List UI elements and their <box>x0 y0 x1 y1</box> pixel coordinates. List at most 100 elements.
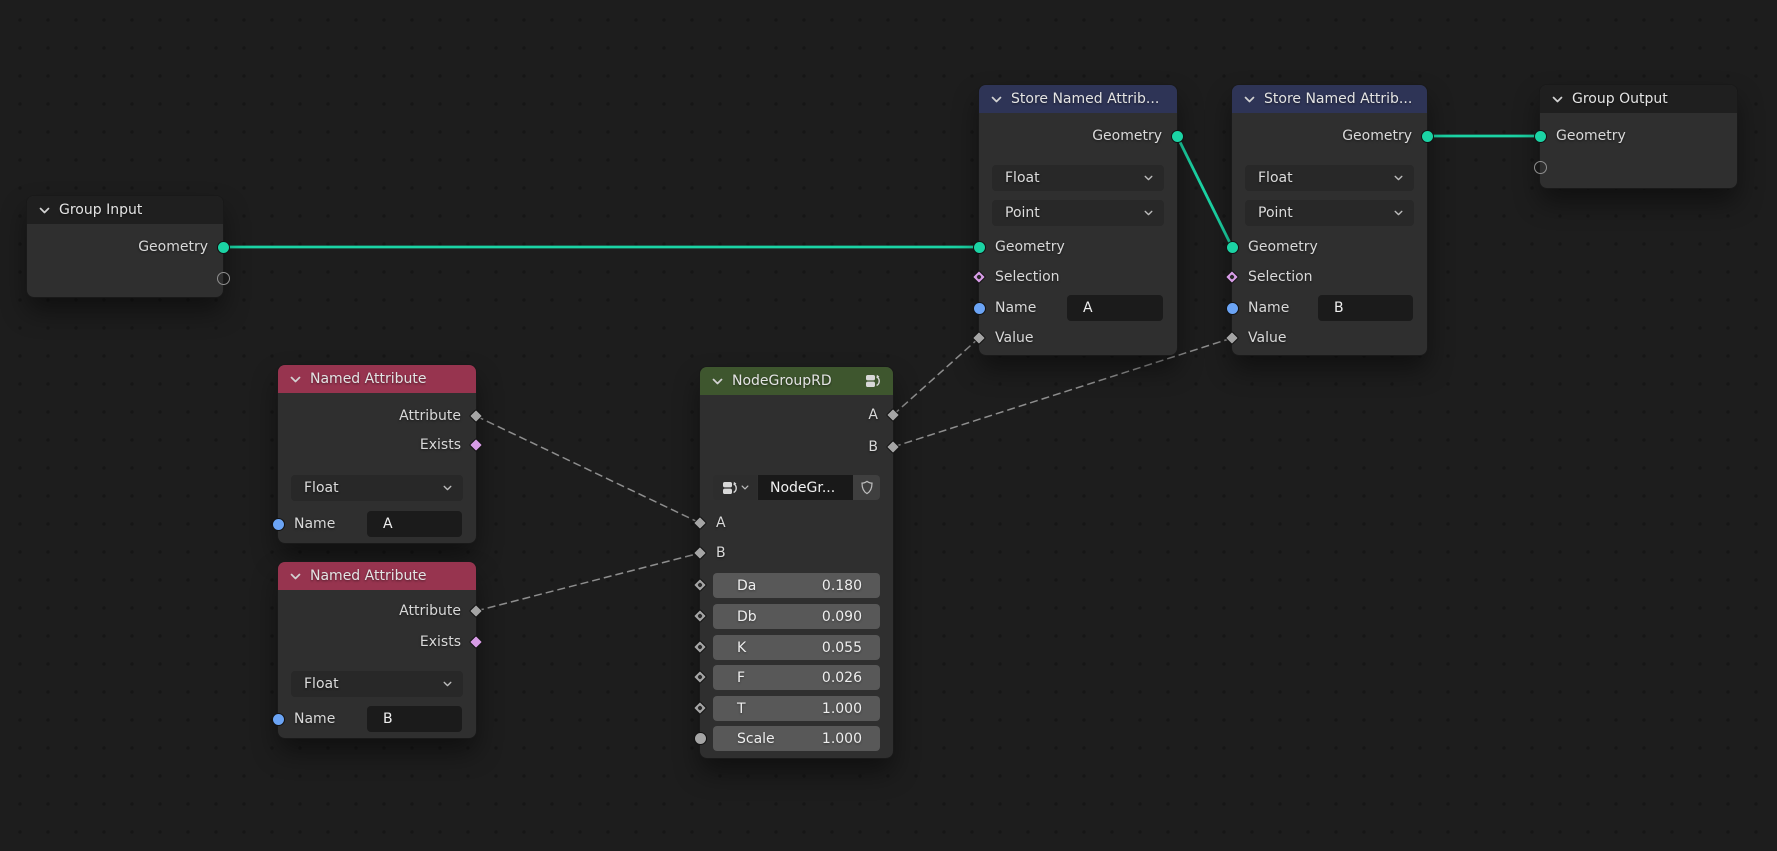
collapse-chevron-icon[interactable] <box>1552 96 1563 103</box>
dropdown-value: Float <box>1258 170 1293 186</box>
dropdown-value: Point <box>1258 205 1293 221</box>
datablock-name-field[interactable]: NodeGr... <box>758 475 853 500</box>
dropdown-float[interactable]: Float <box>1245 165 1414 191</box>
node-title: Group Output <box>1572 91 1668 107</box>
dropdown-point[interactable]: Point <box>1245 200 1414 226</box>
socket-name[interactable] <box>972 301 986 315</box>
node-title: Store Named Attrib... <box>1011 91 1160 107</box>
collapse-chevron-icon[interactable] <box>290 573 301 580</box>
row-geometry: Geometry <box>1232 122 1427 150</box>
socket-name[interactable] <box>271 517 285 531</box>
chevron-down-icon <box>443 681 452 687</box>
dropdown-float[interactable]: Float <box>291 671 463 697</box>
socket-label: Geometry <box>1342 128 1412 144</box>
slider-label: F <box>737 669 746 686</box>
socket-label: Geometry <box>138 239 208 255</box>
collapse-chevron-icon[interactable] <box>712 378 723 385</box>
slider-value: 0.090 <box>821 608 862 625</box>
socket-label: A <box>716 515 726 531</box>
field-label: Name <box>995 300 1037 316</box>
socket-geometry[interactable] <box>972 240 986 254</box>
collapse-chevron-icon[interactable] <box>290 376 301 383</box>
socket-geometry[interactable] <box>1533 129 1547 143</box>
collapse-chevron-icon[interactable] <box>1244 96 1255 103</box>
chevron-down-icon <box>1144 210 1153 216</box>
node-title: Named Attribute <box>310 371 427 387</box>
slider-db[interactable]: Db 0.090 <box>713 604 880 629</box>
virtual-socket[interactable] <box>216 271 230 285</box>
slider-value: 0.026 <box>821 669 862 686</box>
node-title: NodeGroupRD <box>732 373 832 389</box>
chevron-down-icon <box>1394 210 1403 216</box>
datablock-browse-button[interactable] <box>713 475 757 500</box>
node-header[interactable]: Named Attribute <box>278 365 476 393</box>
dropdown-value: Float <box>304 480 339 496</box>
socket-label: Attribute <box>399 603 461 619</box>
name-text-input[interactable]: A <box>367 511 462 537</box>
socket-label: Geometry <box>1248 239 1318 255</box>
socket-geometry[interactable] <box>1225 240 1239 254</box>
collapse-chevron-icon[interactable] <box>39 207 50 214</box>
name-text-input[interactable]: B <box>367 706 462 732</box>
socket-label: Exists <box>419 634 461 650</box>
socket-name[interactable] <box>271 712 285 726</box>
dropdown-point[interactable]: Point <box>992 200 1164 226</box>
row-attribute: Attribute <box>278 597 476 625</box>
dropdown-value: Float <box>1005 170 1040 186</box>
chevron-down-icon <box>1394 175 1403 181</box>
dropdown-float[interactable]: Float <box>291 475 463 501</box>
row-name: Name <box>278 510 476 538</box>
socket-field-dot <box>697 582 703 588</box>
row-name: Name <box>979 294 1177 322</box>
name-text-input[interactable]: A <box>1067 295 1163 321</box>
socket-geometry[interactable] <box>1170 129 1184 143</box>
field-label: Name <box>294 711 336 727</box>
collapse-chevron-icon[interactable] <box>991 96 1002 103</box>
node-header[interactable]: Group Output <box>1540 85 1737 113</box>
row-a: A <box>700 509 893 537</box>
socket-name[interactable] <box>1225 301 1239 315</box>
node-header[interactable]: Named Attribute <box>278 562 476 590</box>
fake-user-shield-button[interactable] <box>853 475 880 500</box>
socket-field-dot <box>1229 274 1235 280</box>
row-exists: Exists <box>278 628 476 656</box>
slider-f[interactable]: F 0.026 <box>713 665 880 690</box>
socket-scale[interactable] <box>693 731 707 745</box>
row-a: A <box>700 401 893 429</box>
slider-label: Da <box>737 577 757 594</box>
socket-field-dot <box>697 613 703 619</box>
row-geometry: Geometry <box>979 122 1177 150</box>
node-header[interactable]: NodeGroupRD <box>700 367 893 395</box>
node-header[interactable]: Store Named Attrib... <box>979 85 1177 113</box>
field-label: Name <box>294 516 336 532</box>
node-group-icon <box>865 374 881 388</box>
row-selection: Selection <box>979 263 1177 291</box>
shield-icon <box>860 480 874 495</box>
slider-label: Db <box>737 608 757 625</box>
name-text-input[interactable]: B <box>1318 295 1413 321</box>
node-header[interactable]: Store Named Attrib... <box>1232 85 1427 113</box>
socket-geometry[interactable] <box>1420 129 1434 143</box>
dropdown-float[interactable]: Float <box>992 165 1164 191</box>
virtual-socket[interactable] <box>1533 160 1547 174</box>
socket-label: Attribute <box>399 408 461 424</box>
socket-label: Value <box>995 330 1034 346</box>
socket-field-dot <box>697 644 703 650</box>
row-value: Value <box>979 324 1177 352</box>
slider-label: Scale <box>737 730 775 747</box>
node-header[interactable]: Group Input <box>27 196 223 224</box>
socket-geometry[interactable] <box>216 240 230 254</box>
